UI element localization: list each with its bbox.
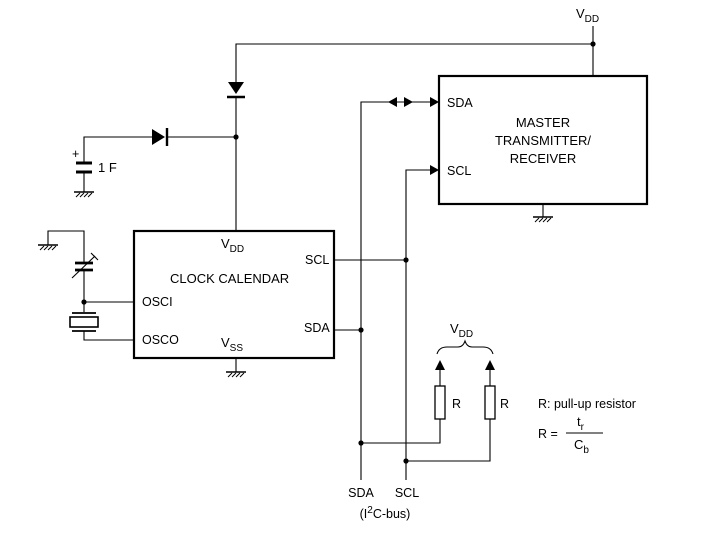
diode-battery bbox=[152, 128, 169, 146]
trimmer-wire bbox=[47, 230, 85, 262]
arrow-icon bbox=[485, 360, 495, 370]
resistor-r1-label: R bbox=[452, 397, 461, 411]
resistor-r2-label: R bbox=[500, 397, 509, 411]
master-title-line: RECEIVER bbox=[510, 151, 576, 166]
master-chip bbox=[437, 74, 649, 206]
ground-icon bbox=[533, 216, 553, 223]
resistor-wire bbox=[406, 419, 491, 462]
clock-pin-osco: OSCO bbox=[142, 333, 179, 347]
bus-label-scl: SCL bbox=[395, 486, 419, 500]
master-title-line: MASTER bbox=[516, 115, 570, 130]
ground-icon bbox=[38, 244, 58, 251]
formula-lhs: R = bbox=[538, 427, 558, 441]
ground-icon bbox=[226, 371, 246, 378]
svg-text:VDD: VDD bbox=[221, 236, 244, 255]
scl-bus-line bbox=[405, 169, 439, 480]
clock-pin-scl: SCL bbox=[305, 253, 329, 267]
bidirectional-arrow-icon bbox=[388, 97, 413, 107]
arrow-icon bbox=[430, 165, 439, 175]
bus-label-sda: SDA bbox=[348, 486, 374, 500]
battery-value: 1 F bbox=[98, 160, 117, 175]
formula-numerator: tr bbox=[577, 414, 585, 433]
clock-pin-sda: SDA bbox=[304, 321, 330, 335]
clock-calendar-chip bbox=[132, 229, 336, 360]
svg-text:VDD: VDD bbox=[576, 6, 599, 25]
svg-text:VDD: VDD bbox=[450, 321, 473, 340]
legend-note: R: pull-up resistor bbox=[538, 397, 636, 411]
arrow-icon bbox=[435, 360, 445, 370]
ground-icon bbox=[74, 191, 94, 198]
junction-dot bbox=[403, 257, 409, 263]
pullup-brace bbox=[436, 339, 494, 355]
osco-wire bbox=[83, 331, 134, 341]
resistor-r1 bbox=[434, 385, 446, 420]
battery-wire bbox=[83, 136, 152, 162]
resistor-r2 bbox=[484, 385, 496, 420]
svg-text:VSS: VSS bbox=[221, 335, 243, 354]
master-pin-scl: SCL bbox=[447, 164, 471, 178]
resistor-wire bbox=[361, 419, 441, 444]
diode-vdd bbox=[227, 82, 245, 99]
arrow-icon bbox=[430, 97, 439, 107]
vdd-pullup-label: VDD bbox=[450, 321, 473, 340]
clock-calendar-title: CLOCK CALENDAR bbox=[170, 271, 289, 286]
junction-dot bbox=[358, 327, 364, 333]
clock-vss-label: VSS bbox=[221, 335, 243, 354]
battery-plus: + bbox=[72, 147, 79, 161]
clock-vdd-label: VDD bbox=[221, 236, 244, 255]
sda-bus-line bbox=[360, 101, 439, 480]
vdd-top-label: VDD bbox=[576, 6, 599, 25]
crystal-icon bbox=[69, 312, 99, 332]
formula-denominator: Cb bbox=[574, 437, 589, 456]
master-pin-sda: SDA bbox=[447, 96, 473, 110]
trimmer-capacitor bbox=[71, 252, 99, 279]
vdd-rail-wire bbox=[235, 43, 593, 82]
bus-caption: (I2C-bus) bbox=[360, 505, 411, 521]
capacitor-1f bbox=[76, 161, 92, 192]
clock-pin-osci: OSCI bbox=[142, 295, 173, 309]
master-title-line: TRANSMITTER/ bbox=[495, 133, 591, 148]
